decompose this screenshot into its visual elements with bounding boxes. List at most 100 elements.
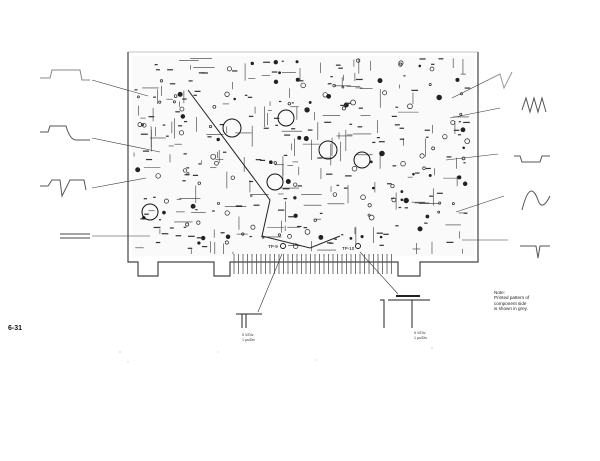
component-pad xyxy=(137,95,140,99)
label-mark xyxy=(345,175,352,177)
label-mark xyxy=(220,232,225,234)
label-mark xyxy=(458,121,461,123)
component-pad xyxy=(226,66,232,72)
label-mark xyxy=(262,237,265,239)
component-pad xyxy=(241,232,245,236)
transistor-q5 xyxy=(141,203,159,221)
transistor-q1 xyxy=(222,118,242,138)
label-mark xyxy=(187,247,193,249)
label-mark xyxy=(192,174,199,176)
label-mark xyxy=(186,167,190,169)
component-pad xyxy=(303,136,309,142)
label-mark xyxy=(336,184,340,186)
component-pad xyxy=(419,153,425,159)
component-pad xyxy=(196,220,201,225)
component-pad xyxy=(292,243,299,249)
component-pad xyxy=(285,179,291,185)
component-pad xyxy=(224,91,230,97)
label-mark xyxy=(198,72,205,74)
component-pad xyxy=(422,166,426,170)
component-pad xyxy=(233,97,236,101)
label-mark xyxy=(275,124,278,126)
label-mark xyxy=(194,90,201,92)
label-mark xyxy=(232,70,238,72)
component-pad xyxy=(179,106,185,112)
label-mark xyxy=(250,195,253,197)
waveform-right-2 xyxy=(521,96,547,114)
component-pad xyxy=(460,127,466,133)
label-mark xyxy=(169,83,176,85)
component-pad xyxy=(341,106,346,111)
label-mark xyxy=(464,87,471,89)
label-mark xyxy=(376,137,380,139)
label-mark xyxy=(195,209,198,211)
test-point-right-label: TP-10 xyxy=(342,246,355,251)
label-mark xyxy=(212,210,215,212)
component-pad xyxy=(159,79,163,83)
label-mark xyxy=(235,205,243,207)
component-pad xyxy=(304,229,311,235)
note-line-1: Printed pattern of xyxy=(494,295,530,301)
label-mark xyxy=(188,235,195,237)
component-pad xyxy=(208,124,213,129)
component-pad xyxy=(431,146,435,151)
component-pad xyxy=(407,103,413,109)
component-pad xyxy=(278,71,282,75)
component-pad xyxy=(172,100,176,104)
label-mark xyxy=(282,188,290,190)
label-mark xyxy=(169,227,174,229)
waveform-left-3 xyxy=(40,179,87,198)
label-mark xyxy=(274,117,280,119)
component-pad xyxy=(429,66,435,72)
label-mark xyxy=(326,173,333,175)
label-mark xyxy=(299,80,304,82)
label-mark xyxy=(158,219,162,221)
label-mark xyxy=(183,153,187,155)
label-mark xyxy=(297,185,303,187)
label-mark xyxy=(140,218,146,220)
page-number: 6-31 xyxy=(8,325,23,332)
component-pad xyxy=(214,160,219,166)
main-bus-trace xyxy=(187,89,341,249)
bottom-waveforms xyxy=(236,295,430,328)
component-pad xyxy=(295,60,299,64)
label-mark xyxy=(379,244,384,246)
component-pad xyxy=(457,175,462,180)
label-mark xyxy=(154,64,158,66)
label-mark xyxy=(463,162,466,164)
component-pad xyxy=(332,192,338,197)
label-mark xyxy=(201,72,208,74)
label-mark xyxy=(303,227,308,229)
board-outline xyxy=(127,52,479,277)
waveform-right-3 xyxy=(514,155,550,163)
components-layer xyxy=(135,58,470,249)
component-pad xyxy=(141,123,145,127)
label-mark xyxy=(438,58,444,60)
label-mark xyxy=(184,174,190,176)
component-pad xyxy=(382,90,387,96)
label-mark xyxy=(334,238,337,240)
component-pad xyxy=(450,120,456,125)
label-mark xyxy=(341,234,344,236)
component-pad xyxy=(318,234,324,240)
component-pad xyxy=(137,122,143,128)
label-mark xyxy=(162,124,166,126)
label-mark xyxy=(419,58,426,60)
component-area xyxy=(132,56,474,256)
label-mark xyxy=(146,158,153,161)
component-pad xyxy=(277,233,281,237)
component-pad xyxy=(400,198,404,202)
label-mark xyxy=(283,154,288,156)
note-line-3: is shown in grey. xyxy=(494,306,528,312)
label-mark xyxy=(376,232,384,234)
component-pad xyxy=(250,61,254,66)
label-mark xyxy=(148,116,155,118)
label-mark xyxy=(167,69,173,71)
waveform-bottom-right xyxy=(380,299,430,328)
component-pad xyxy=(356,58,361,63)
component-pad xyxy=(313,218,317,222)
component-pad xyxy=(177,91,183,97)
label-mark xyxy=(431,63,435,65)
component-pad xyxy=(438,201,442,205)
